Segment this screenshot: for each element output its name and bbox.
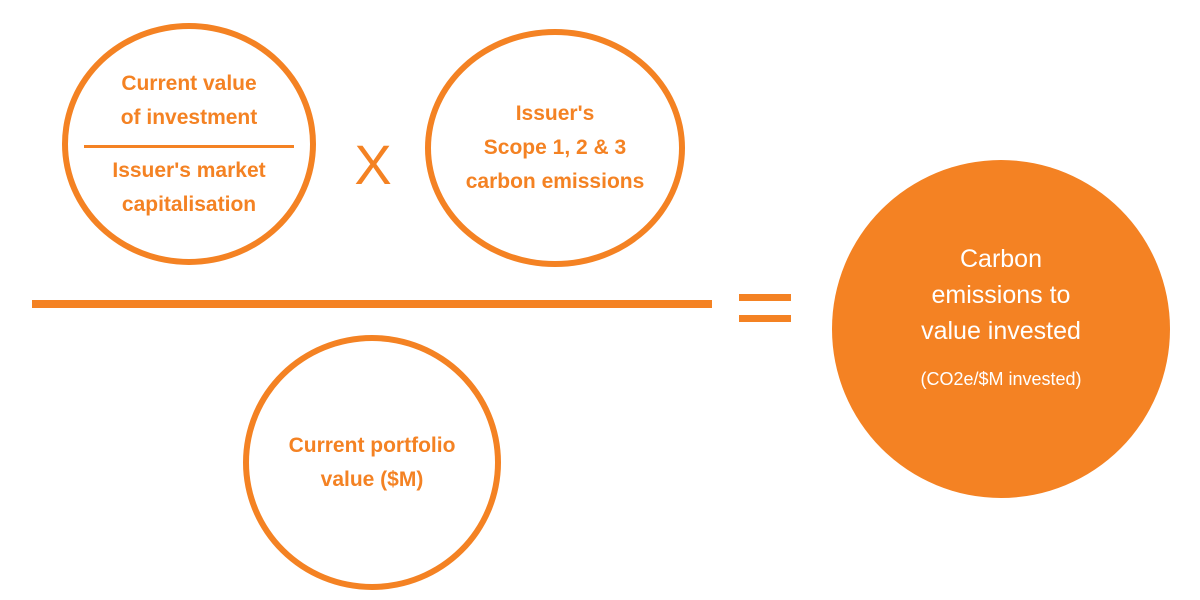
multiply-symbol: X — [354, 133, 392, 196]
portfolio-circle: Current portfolio value ($M) — [243, 335, 501, 590]
result-circle: Carbon emissions to value invested (CO2e… — [832, 160, 1170, 498]
equals-bar-bottom — [739, 315, 791, 322]
equals-symbol — [739, 294, 791, 324]
investment-fraction-circle: Current value of investment Issuer's mar… — [62, 23, 316, 265]
result-title: Carbon emissions to value invested — [921, 245, 1081, 345]
emissions-label: Issuer's Scope 1, 2 & 3 carbon emissions — [465, 102, 645, 193]
main-fraction-divider — [32, 300, 712, 308]
portfolio-label: Current portfolio value ($M) — [288, 433, 456, 491]
fraction-divider — [84, 144, 294, 148]
market-capitalisation-label: Issuer's market capitalisation — [112, 158, 266, 216]
investment-value-label: Current value of investment — [120, 71, 258, 129]
equals-bar-top — [739, 294, 791, 301]
result-unit: (CO2e/$M invested) — [920, 369, 1082, 389]
emissions-circle: Issuer's Scope 1, 2 & 3 carbon emissions — [425, 29, 685, 267]
